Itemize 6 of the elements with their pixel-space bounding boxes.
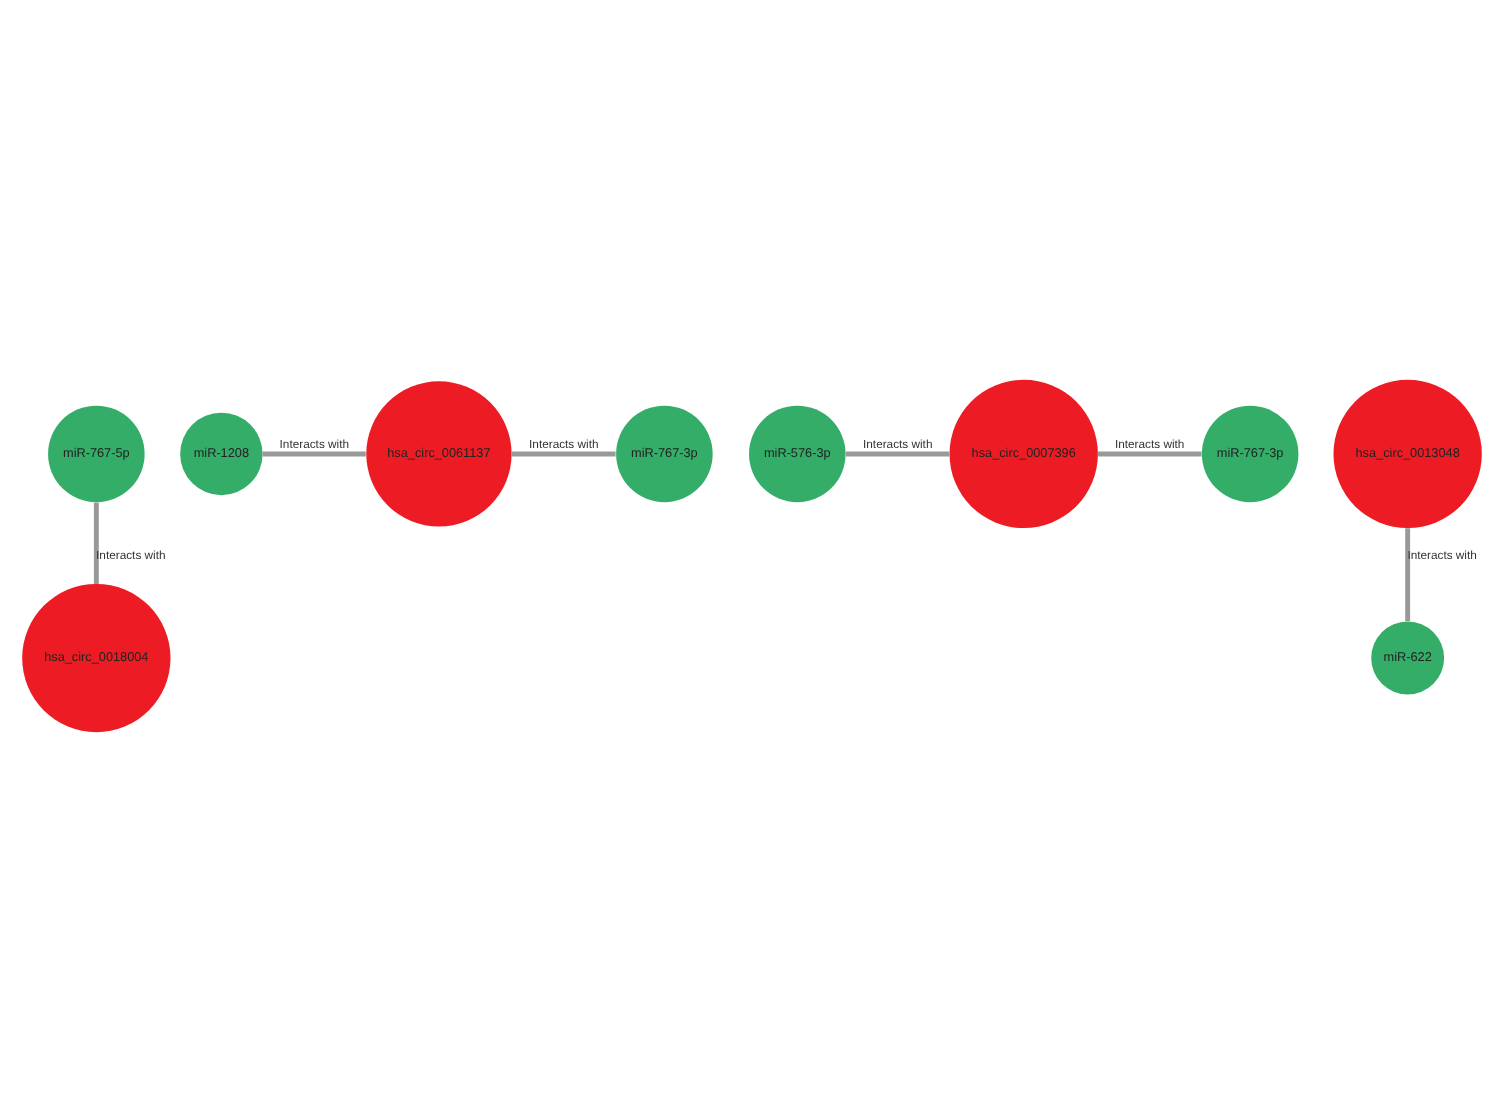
connector: [511, 451, 616, 457]
connector: [845, 451, 950, 457]
connector: [1097, 451, 1202, 457]
connector: [93, 502, 99, 585]
connector: [262, 451, 366, 457]
connector: [1405, 528, 1411, 622]
